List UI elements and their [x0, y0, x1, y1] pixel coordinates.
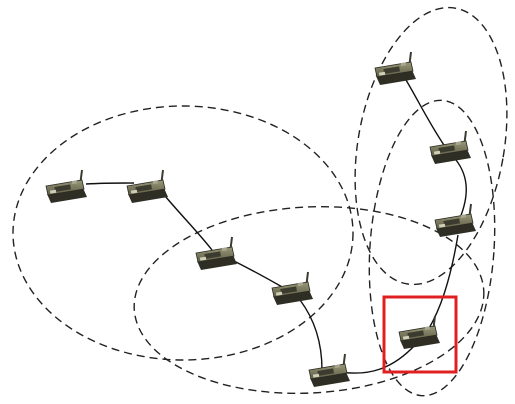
link-n4-n5	[299, 299, 323, 371]
sensor-node-1	[45, 169, 88, 204]
link-n3-n4	[231, 259, 285, 289]
link-n2-n3	[159, 189, 213, 251]
sensor-node-3	[195, 236, 238, 271]
sensor-node-9	[434, 203, 477, 238]
cluster-bottom	[133, 205, 485, 395]
link-n1-n2	[85, 182, 135, 185]
sensor-node-8	[429, 130, 472, 165]
sensor-node-10	[398, 315, 441, 350]
sensor-node-5	[308, 353, 351, 388]
sensor-node-2	[126, 169, 169, 204]
cluster-right	[368, 99, 496, 397]
link-n5-n10	[339, 343, 417, 374]
cluster-left	[12, 105, 354, 361]
highlight-box	[382, 295, 458, 374]
link-n8-n7	[405, 79, 447, 149]
cluster-top-right	[354, 6, 508, 286]
link-n9-n8	[455, 159, 467, 219]
link-n10-n9	[427, 234, 459, 331]
sensor-node-7	[374, 51, 417, 86]
sensor-node-4	[271, 271, 314, 306]
